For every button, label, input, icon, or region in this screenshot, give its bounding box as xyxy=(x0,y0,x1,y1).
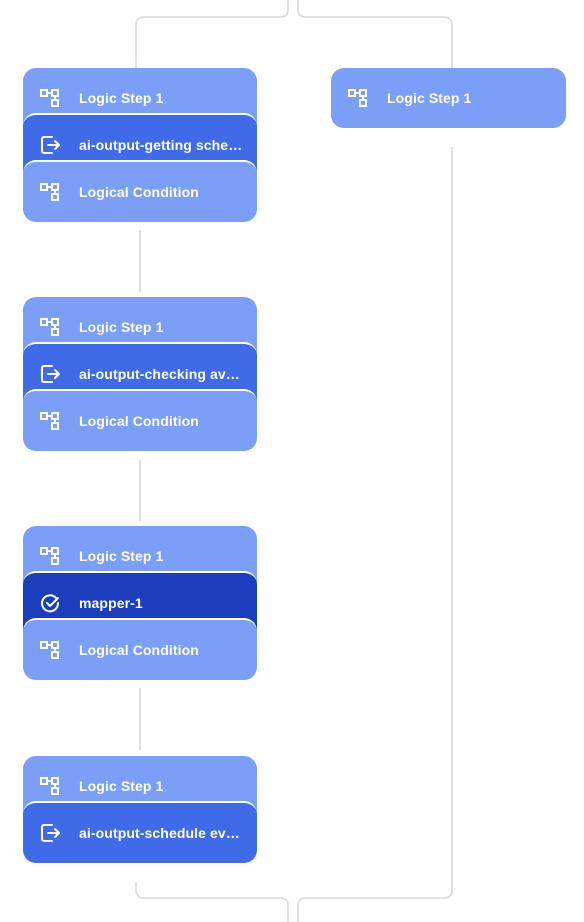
logic-step-icon xyxy=(39,410,61,432)
node-label: Logic Step 1 xyxy=(79,90,164,106)
logic-step-icon xyxy=(39,181,61,203)
connector-top-split-left xyxy=(135,0,289,68)
node-label: ai-output-getting schedule xyxy=(79,137,247,153)
node-label: ai-output-schedule event xyxy=(79,825,247,841)
node-label: Logical Condition xyxy=(79,642,199,658)
node-label: Logic Step 1 xyxy=(79,319,164,335)
mapper-icon xyxy=(39,592,61,614)
node-label: Logical Condition xyxy=(79,413,199,429)
node-label: Logical Condition xyxy=(79,184,199,200)
branch-left-group-4-node-ai-output-schedule-event[interactable]: ai-output-schedule event xyxy=(23,801,257,863)
logic-step-icon xyxy=(39,545,61,567)
connector-top-split-right xyxy=(297,0,453,68)
node-label: Logic Step 1 xyxy=(79,778,164,794)
connector-bottom-merge-left xyxy=(135,882,289,922)
branch-left-group-3-node-logical-condition[interactable]: Logical Condition xyxy=(23,618,257,680)
output-exit-icon xyxy=(39,363,61,385)
output-exit-icon xyxy=(39,134,61,156)
output-exit-icon xyxy=(39,822,61,844)
branch-left-group-2-node-logical-condition[interactable]: Logical Condition xyxy=(23,389,257,451)
logic-step-icon xyxy=(39,775,61,797)
node-label: Logic Step 1 xyxy=(387,90,472,106)
branch-left-group-1-node-logical-condition[interactable]: Logical Condition xyxy=(23,160,257,222)
node-label: Logic Step 1 xyxy=(79,548,164,564)
logic-step-icon xyxy=(39,87,61,109)
branch-right-group-1-node-logic-step-1[interactable]: Logic Step 1 xyxy=(331,68,566,128)
logic-step-icon xyxy=(39,316,61,338)
node-label: mapper-1 xyxy=(79,595,143,611)
connector-right-trunk xyxy=(297,147,453,922)
logic-step-icon xyxy=(347,87,369,109)
node-label: ai-output-checking availability xyxy=(79,366,247,382)
logic-step-icon xyxy=(39,639,61,661)
